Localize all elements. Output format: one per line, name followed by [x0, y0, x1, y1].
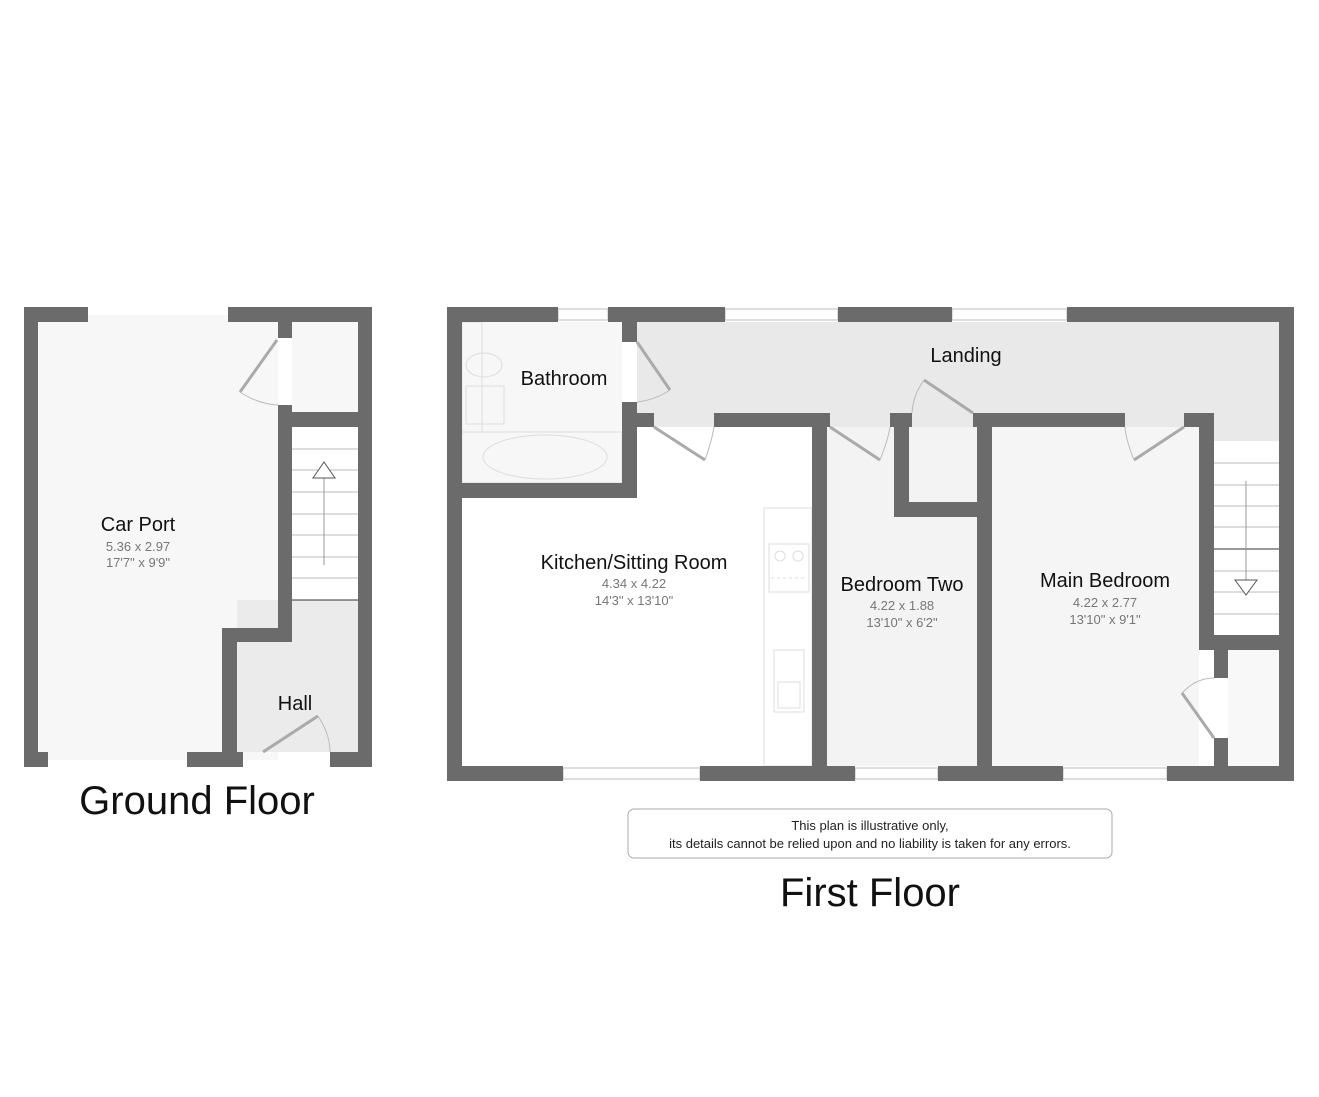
ground-floor-title: Ground Floor — [79, 779, 315, 823]
walls — [447, 307, 1294, 781]
hall-area — [237, 600, 358, 752]
disclaimer-line-1: This plan is illustrative only, — [791, 818, 948, 833]
kitchen-units — [763, 507, 813, 767]
ground-floor-plan: Car Port 5.36 x 2.97 17'7" x 9'9" Hall G… — [24, 307, 372, 823]
room-label-landing: Landing — [930, 345, 1001, 367]
room-dims-imperial: 14'3" x 13'10" — [595, 593, 674, 608]
arrow-down-icon — [1234, 579, 1258, 596]
main-bedroom-area — [992, 427, 1199, 766]
arrow-up-icon — [312, 461, 336, 479]
disclaimer-line-2: its details cannot be relied upon and no… — [669, 836, 1071, 851]
room-dims-metric: 5.36 x 2.97 — [106, 539, 170, 554]
front-door[interactable] — [262, 714, 319, 754]
hob-icon — [768, 543, 810, 593]
cupboard-door[interactable] — [238, 339, 279, 393]
sink-icon — [773, 649, 805, 713]
room-dims-imperial: 17'7" x 9'9" — [106, 555, 170, 570]
first-floor-title: First Floor — [780, 871, 960, 915]
disclaimer-box: This plan is illustrative only, its deta… — [627, 808, 1113, 859]
cupboard-area — [292, 322, 358, 412]
room-dims-metric: 4.22 x 2.77 — [1073, 595, 1137, 610]
first-floor-plan: Bathroom Landing Kitchen/Sitting Room 4.… — [447, 307, 1294, 915]
bathroom-area — [462, 322, 622, 483]
basin-icon — [465, 385, 505, 425]
wardrobe-area — [1228, 650, 1279, 766]
doors[interactable] — [635, 341, 1216, 739]
landing-area — [637, 322, 1279, 441]
stairs-up — [292, 427, 358, 601]
room-dims-imperial: 13'10" x 9'1" — [1069, 612, 1141, 627]
room-label-bathroom: Bathroom — [521, 368, 608, 390]
room-label-main-bedroom: Main Bedroom — [1040, 570, 1170, 592]
room-dims-imperial: 13'10" x 6'2" — [866, 615, 938, 630]
toilet-icon — [465, 352, 503, 378]
room-dims-metric: 4.22 x 1.88 — [870, 598, 934, 613]
room-label-kitchen: Kitchen/Sitting Room — [541, 552, 728, 574]
room-label-car-port: Car Port — [101, 514, 176, 536]
room-dims-metric: 4.34 x 4.22 — [602, 576, 666, 591]
room-label-bedroom-two: Bedroom Two — [840, 574, 963, 596]
stairs-down — [1214, 441, 1279, 635]
walls — [24, 307, 372, 767]
room-label-hall: Hall — [278, 693, 312, 715]
